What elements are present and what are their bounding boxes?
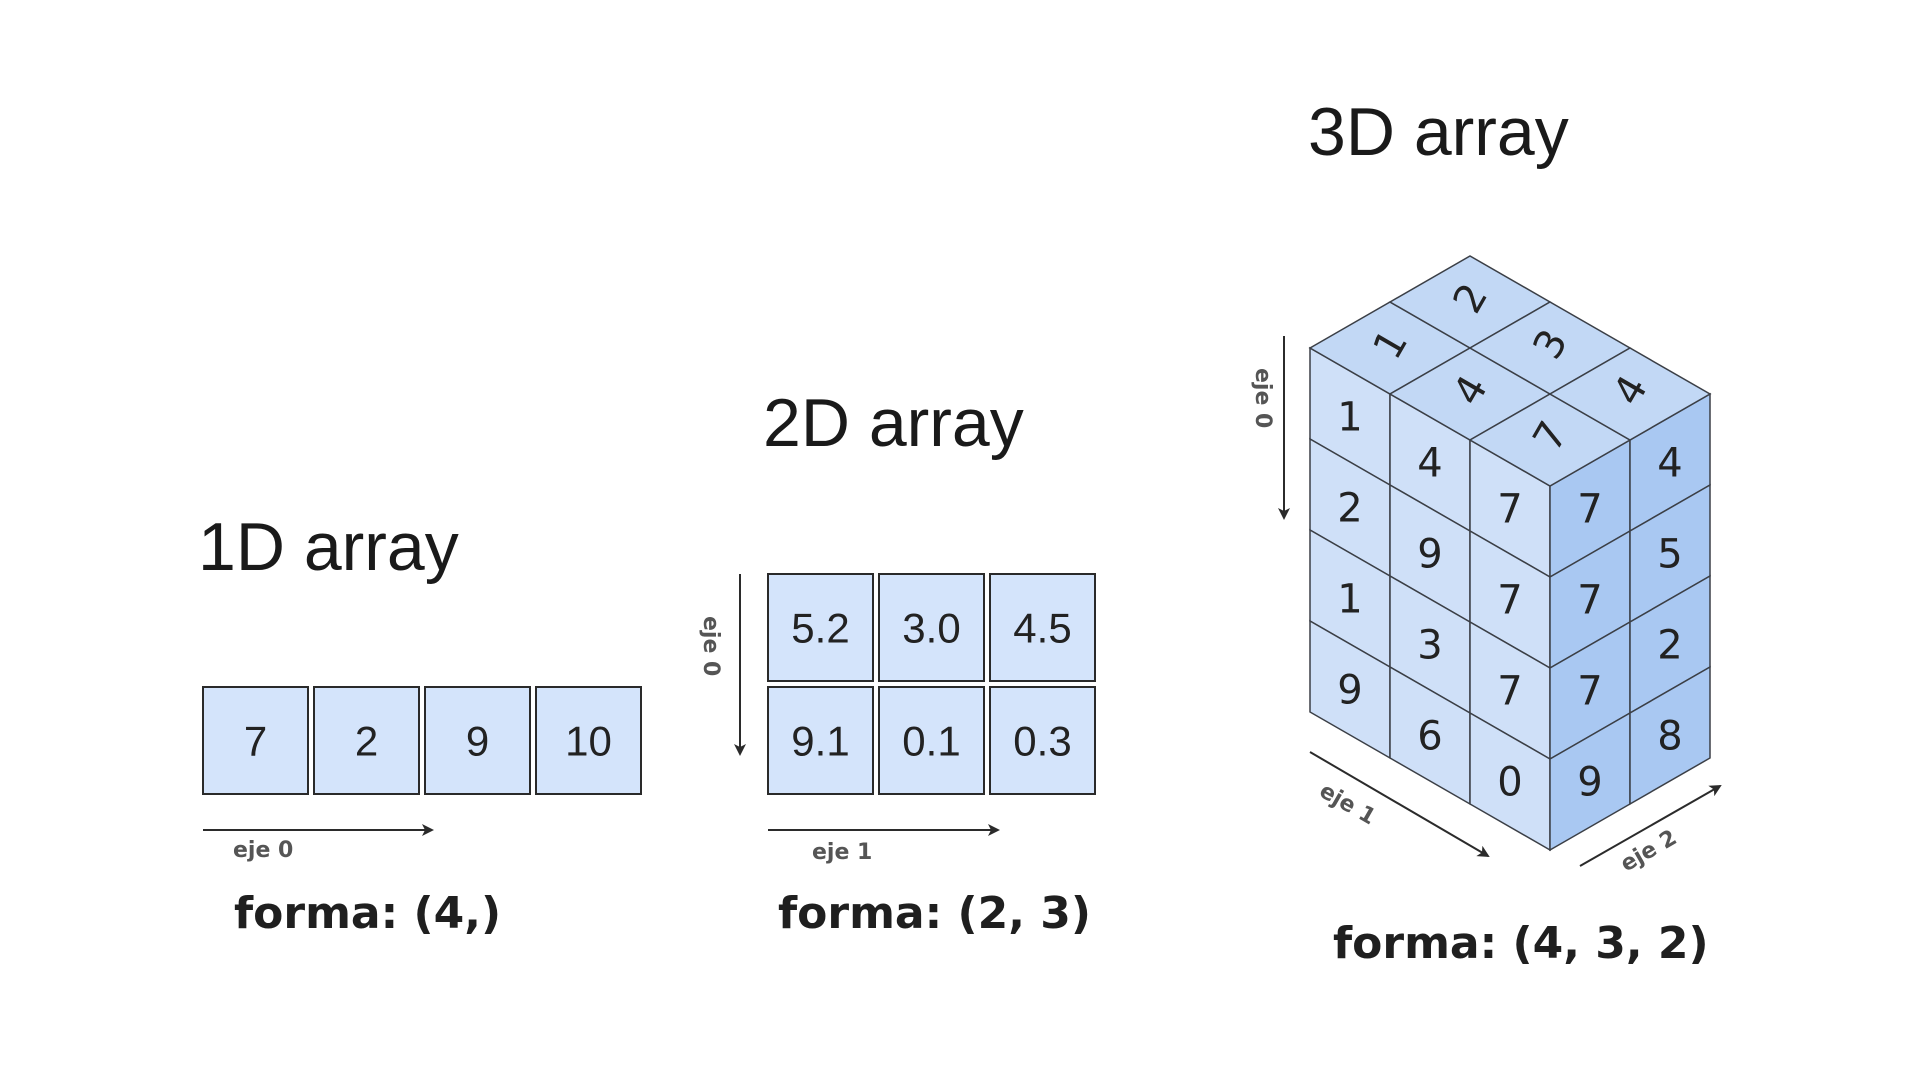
array-3d-cell-value: 6 [1417, 714, 1442, 760]
array-3d-axis0-label: eje 0 [1250, 368, 1275, 428]
array-2d-cells: 5.2 3.0 4.5 9.1 0.1 0.3 [767, 573, 1096, 795]
array-2d-cell-box [767, 686, 874, 795]
array-1d-cell-box [424, 686, 531, 795]
array-3d-axis2-label: eje 2 [1617, 825, 1682, 877]
array-3d-cell-value: 1 [1337, 577, 1362, 623]
array-3d-cell-value: 7 [1577, 487, 1602, 533]
array-2d-cell-value: 0.3 [1013, 718, 1071, 765]
array-1d-cell-box [313, 686, 420, 795]
array-2d-shape-label: forma: (2, 3) [778, 888, 1091, 939]
array-2d-cell-value: 4.5 [1013, 605, 1071, 652]
array-2d-cell-box [878, 686, 985, 795]
array-3d-axis1-arrow [1309, 751, 1490, 858]
array-2d-cell-box [989, 573, 1096, 682]
array-2d-cell-value: 3.0 [902, 605, 960, 652]
array-1d-cells: 7 2 9 10 [202, 686, 642, 795]
array-1d-shape-label: forma: (4,) [234, 888, 501, 939]
array-3d-axis2-arrow [1579, 785, 1722, 867]
array-2d-cell-box [767, 573, 874, 682]
array-3d-cell-value: 0 [1497, 760, 1522, 806]
array-1d-cell: 2 [313, 686, 420, 795]
array-1d-axis0-label: eje 0 [233, 838, 293, 863]
array-2d-cell: 0.1 [878, 686, 985, 795]
array-3d-cell-value: 1 [1337, 395, 1362, 441]
array-1d-cell-box [202, 686, 309, 795]
array-2d-axis1-label: eje 1 [812, 840, 872, 865]
array-3d-cell-value: 5 [1657, 532, 1682, 578]
array-1d-cell-value: 9 [466, 718, 489, 765]
array-2d-cell: 4.5 [989, 573, 1096, 682]
array-3d-cell-value: 9 [1577, 760, 1602, 806]
array-3d-cell-value: 4 [1657, 441, 1682, 487]
array-2d-axis0-label: eje 0 [698, 616, 723, 676]
array-2d-cell-value: 5.2 [791, 605, 849, 652]
array-1d-panel: 1D array 7 2 9 10 eje 0 forma: (4,) [198, 509, 642, 939]
array-2d-cell: 0.3 [989, 686, 1096, 795]
array-1d-title: 1D array [198, 509, 459, 585]
array-2d-cell: 3.0 [878, 573, 985, 682]
array-3d-cell-value: 3 [1417, 623, 1442, 669]
array-1d-cell-value: 7 [244, 718, 267, 765]
array-3d-shape-label: forma: (4, 3, 2) [1333, 918, 1709, 969]
array-2d-cell: 5.2 [767, 573, 874, 682]
array-1d-cell: 9 [424, 686, 531, 795]
array-2d-title: 2D array [763, 385, 1024, 461]
array-3d-cell-value: 9 [1337, 668, 1362, 714]
array-2d-cell-box [878, 573, 985, 682]
array-2d-cell: 9.1 [767, 686, 874, 795]
array-2d-cell-value: 9.1 [791, 718, 849, 765]
array-3d-cell-value: 7 [1577, 578, 1602, 624]
array-3d-cell-value: 2 [1657, 623, 1682, 669]
array-3d-cell-value: 7 [1497, 669, 1522, 715]
array-2d-cell-value: 0.1 [902, 718, 960, 765]
array-3d-cell-value: 2 [1337, 486, 1362, 532]
array-3d-cell-value: 4 [1417, 441, 1442, 487]
array-3d-cell-value: 7 [1497, 487, 1522, 533]
array-3d-cell-value: 7 [1577, 669, 1602, 715]
array-1d-cell-value: 2 [355, 718, 378, 765]
array-3d-title: 3D array [1308, 94, 1569, 170]
array-1d-cell-value: 10 [565, 718, 612, 765]
array-3d-cell-value: 9 [1417, 532, 1442, 578]
array-3d-top-cell [1548, 347, 1712, 441]
array-1d-cell: 10 [535, 686, 642, 795]
array-3d-side-cell [1629, 665, 1711, 806]
array-1d-cell-box [535, 686, 642, 795]
array-2d-cell-box [989, 686, 1096, 795]
array-1d-cell: 7 [202, 686, 309, 795]
array-3d-cell-value: 7 [1497, 578, 1522, 624]
array-3d-cell-value: 8 [1657, 714, 1682, 760]
